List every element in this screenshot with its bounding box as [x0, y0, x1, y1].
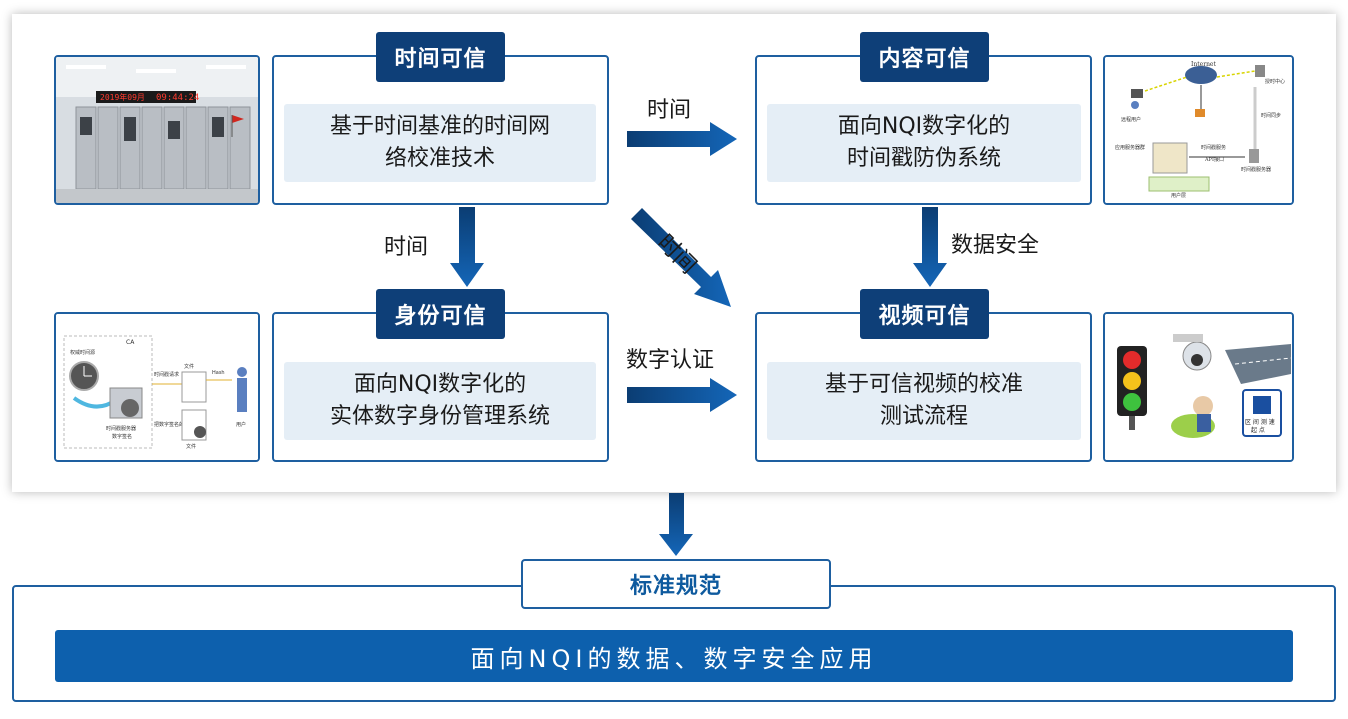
standards-title: 标准规范 — [521, 559, 831, 609]
nqi-application-bar: 面向NQI的数据、数字安全应用 — [55, 630, 1293, 682]
time-trust-title: 时间可信 — [376, 32, 505, 82]
request-label: 时间戳请求 — [154, 371, 179, 378]
user-layer-label: 用户层 — [1171, 192, 1186, 199]
arrow-content-to-video — [913, 207, 947, 287]
ca-timestamp-image: CA 权威时间源 时间戳服务器 数字签名 时间戳请求 文件 Hash 把数字签名… — [54, 312, 260, 462]
content-trust-desc-text: 面向NQI数字化的 时间戳防伪系统 — [837, 114, 1011, 171]
arrow-time-to-content — [627, 122, 737, 156]
arrow-label-time-left: 时间 — [384, 235, 429, 260]
file-label: 文件 — [184, 363, 194, 370]
ts-service-label: 时间戳服务 — [1201, 144, 1226, 151]
arrow-label-data-security: 数据安全 — [951, 233, 1040, 258]
remote-user-label: 远程用户 — [1121, 116, 1141, 123]
time-sync-label: 时间同步 — [1261, 112, 1281, 119]
date-display: 2019年09月 — [100, 92, 145, 102]
ts-server-label: 时间戳服务器 — [1241, 166, 1271, 173]
identity-trust-desc: 面向NQI数字化的 实体数字身份管理系统 — [284, 362, 596, 440]
video-trust-title: 视频可信 — [860, 289, 989, 339]
time-trust-desc: 基于时间基准的时间网 络校准技术 — [284, 104, 596, 182]
traffic-image: 区 间 测 速 起 点 — [1103, 312, 1294, 462]
content-trust-desc: 面向NQI数字化的 时间戳防伪系统 — [767, 104, 1081, 182]
user-label-ca: 用户 — [236, 421, 246, 428]
ca-label: CA — [126, 339, 135, 346]
arrow-diagonal — [631, 208, 731, 307]
network-diagram-image: Internet 远程用户 授时中心 时间同步 应用服务器群 时间戳服务 API… — [1103, 55, 1294, 205]
sign-label: 数字签名 — [112, 433, 132, 440]
arrow-label-time-top: 时间 — [647, 98, 692, 123]
identity-trust-desc-text: 面向NQI数字化的 实体数字身份管理系统 — [329, 372, 550, 429]
clock-display: 09:44:24 — [156, 93, 199, 103]
authority-label: 权威时间源 — [70, 349, 95, 356]
video-trust-desc-text: 基于可信视频的校准 测试流程 — [824, 372, 1023, 429]
arrow-time-to-identity — [450, 207, 484, 287]
ts-server-label-ca: 时间戳服务器 — [106, 425, 136, 432]
sign-line2: 起 点 — [1251, 426, 1265, 434]
cluster-label: 应用服务器群 — [1115, 144, 1145, 151]
arrow-label-digital-auth: 数字认证 — [626, 348, 715, 373]
return-label: 把数字签名的 时间戳返 — [154, 421, 206, 428]
content-trust-title: 内容可信 — [860, 32, 989, 82]
internet-label: Internet — [1191, 61, 1216, 68]
api-label: API接口 — [1204, 156, 1224, 163]
arrow-to-standards — [659, 493, 693, 556]
video-trust-desc: 基于可信视频的校准 测试流程 — [767, 362, 1081, 440]
hash-label: Hash — [212, 370, 225, 376]
sign-line1: 区 间 测 速 — [1245, 418, 1275, 426]
arrow-identity-to-video — [627, 378, 737, 412]
file2-label: 文件 — [186, 443, 196, 450]
time-center-label: 授时中心 — [1265, 78, 1285, 85]
time-trust-desc-text: 基于时间基准的时间网 络校准技术 — [329, 114, 550, 171]
server-room-image: 2019年09月 09:44:24 — [54, 55, 260, 205]
identity-trust-title: 身份可信 — [376, 289, 505, 339]
